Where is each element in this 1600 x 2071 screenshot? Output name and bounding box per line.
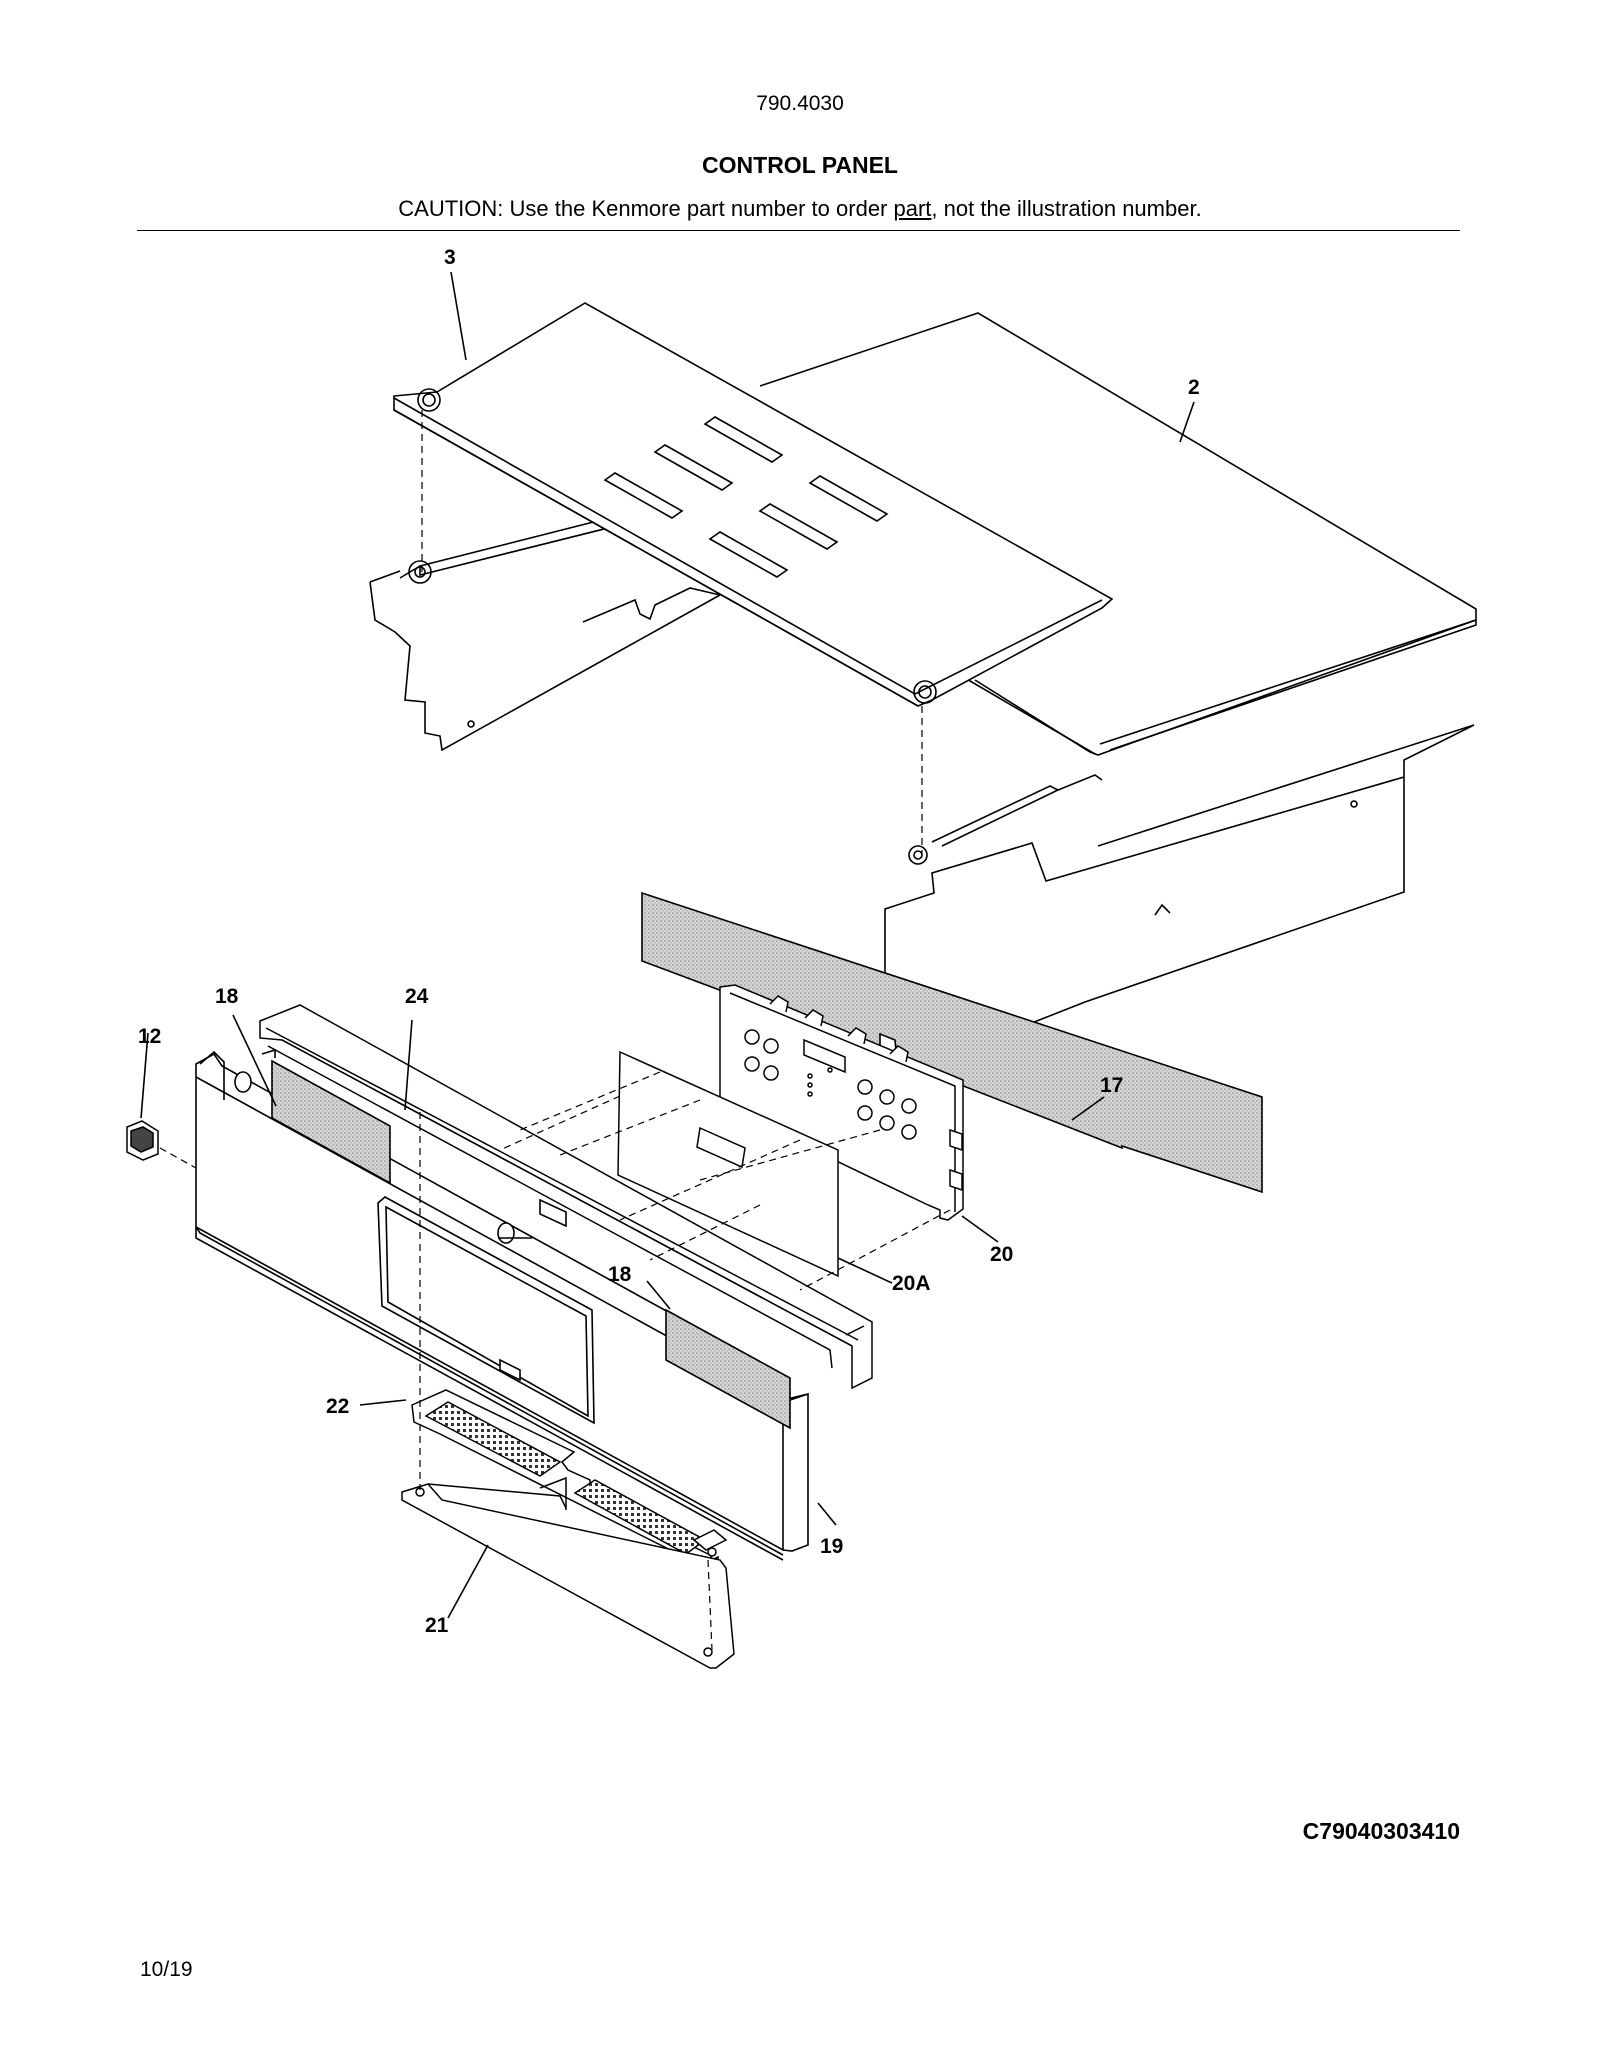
- caution-text-underlined: part: [893, 196, 932, 221]
- caution-note: CAUTION: Use the Kenmore part number to …: [0, 196, 1600, 222]
- assembly-guide-lines-lower: [159, 1071, 951, 1651]
- callout-18-right: 18: [608, 1263, 632, 1286]
- callout-3: 3: [444, 246, 456, 269]
- part-19-front-panel: [195, 1048, 809, 1561]
- callout-leaders: [140, 271, 1195, 1619]
- callout-labels: 3 2 17 18 24 12 18 20 20A 19 22 21: [138, 246, 1200, 1637]
- part-12-switch: [126, 1120, 159, 1161]
- part-20a-overlay: [617, 1050, 839, 1278]
- page-title: CONTROL PANEL: [702, 152, 898, 178]
- callout-12: 12: [138, 1025, 161, 1048]
- model-number: 790.4030: [756, 92, 844, 115]
- callout-19: 19: [820, 1535, 843, 1558]
- part-3-top-cover: [393, 302, 1114, 707]
- assembly-guide-lines-upper: [421, 410, 923, 855]
- cover-vent-slots: [603, 416, 889, 578]
- callout-22: 22: [326, 1395, 349, 1418]
- callout-17: 17: [1100, 1074, 1123, 1097]
- part-22-grille: [411, 1389, 719, 1576]
- callout-20: 20: [990, 1243, 1013, 1266]
- diagram-code: C79040303410: [1302, 1818, 1460, 1844]
- caution-text-suffix: , not the illustration number.: [931, 196, 1202, 221]
- callout-2: 2: [1188, 376, 1200, 399]
- callout-20a: 20A: [892, 1272, 931, 1295]
- revision-date: 10/19: [140, 1958, 193, 1981]
- part-2-panel-housing: [369, 312, 1477, 1054]
- callout-24: 24: [405, 985, 429, 1008]
- caution-text-prefix: CAUTION: Use the Kenmore part number to …: [398, 196, 894, 221]
- header-divider: [137, 230, 1460, 231]
- callout-21: 21: [425, 1614, 449, 1637]
- callout-18-left: 18: [215, 985, 239, 1008]
- part-20-control-board: [719, 984, 964, 1221]
- part-21-bottom-bracket: [401, 1476, 735, 1669]
